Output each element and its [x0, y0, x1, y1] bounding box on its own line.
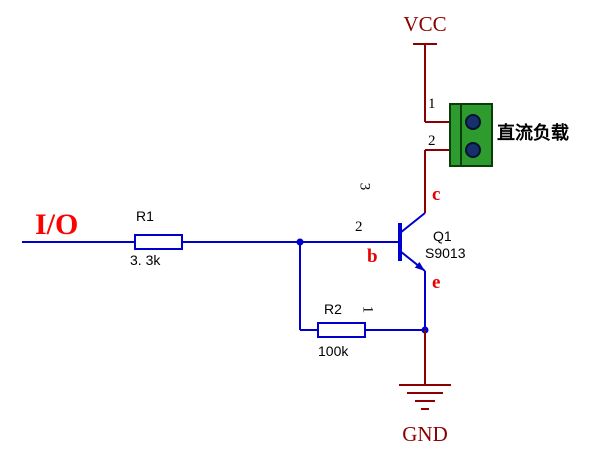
- r2-value: 100k: [318, 343, 349, 359]
- connector-pin1-number: 1: [428, 96, 436, 112]
- terminal-hole-2: [465, 142, 481, 158]
- gnd-label: GND: [402, 422, 448, 446]
- resistor-r1-body: [134, 234, 183, 250]
- q1-pin-collector-number: 3: [356, 182, 373, 191]
- q1-pin-base-number: 2: [355, 219, 363, 235]
- terminal-c-label: c: [432, 184, 441, 205]
- terminal-e-label: e: [432, 272, 441, 293]
- r2-designator: R2: [324, 301, 342, 317]
- transistor-emitter-arrow: [414, 262, 425, 271]
- resistor-r2-body: [317, 322, 366, 338]
- q1-pin-emitter-number: 1: [359, 305, 376, 314]
- terminal-b-label: b: [367, 246, 378, 267]
- q1-designator: Q1: [433, 228, 452, 244]
- dc-load-label: 直流负载: [497, 123, 569, 143]
- terminal-hole-1: [465, 114, 481, 130]
- connector-pin2-number: 2: [428, 133, 436, 149]
- vcc-label: VCC: [403, 12, 447, 36]
- q1-part-number: S9013: [425, 245, 466, 261]
- io-net-label: I/O: [35, 208, 79, 241]
- transistor-collector-lead: [399, 212, 426, 234]
- r1-designator: R1: [136, 208, 154, 224]
- r1-value: 3. 3k: [130, 252, 161, 268]
